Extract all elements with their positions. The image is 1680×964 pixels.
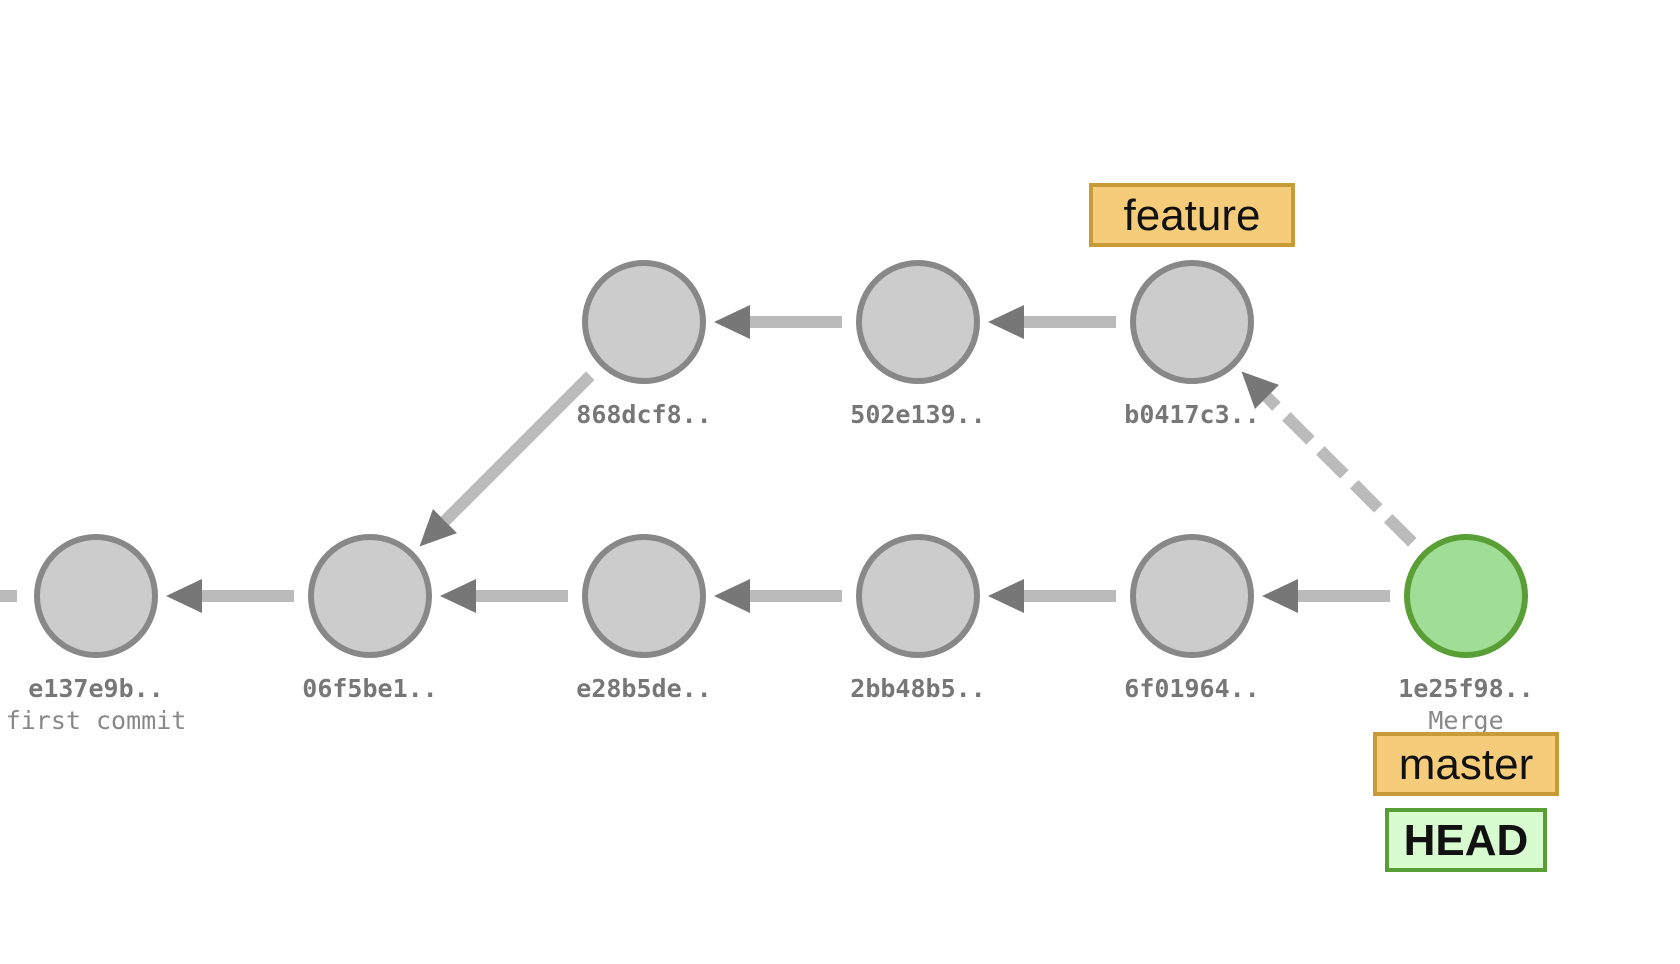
commit-node-06f5be1[interactable] [308, 534, 432, 658]
commit-node-e137e9b[interactable] [34, 534, 158, 658]
commit-hash-06f5be1: 06f5be1.. [302, 674, 437, 703]
ref-box [1373, 732, 1559, 796]
arrowhead [1262, 579, 1298, 613]
commit-hash-502e139: 502e139.. [850, 400, 985, 429]
commit-hash-b0417c3: b0417c3.. [1124, 400, 1259, 429]
branch-ref-master[interactable]: master [1373, 732, 1559, 796]
commit-hash-e137e9b: e137e9b.. [28, 674, 163, 703]
commit-hash-1e25f98: 1e25f98.. [1398, 674, 1533, 703]
commit-node-b0417c3[interactable] [1130, 260, 1254, 384]
ref-label: HEAD [1404, 816, 1529, 865]
labels-layer: e137e9b.. first commit 06f5be1.. e28b5de.. 2… [6, 400, 1534, 735]
commit-hash-868dcf8: 868dcf8.. [576, 400, 711, 429]
edge-line [440, 371, 595, 526]
commit-node-502e139[interactable] [856, 260, 980, 384]
commit-node-e28b5de[interactable] [582, 534, 706, 658]
arrowhead [988, 305, 1024, 339]
arrowhead [440, 579, 476, 613]
commit-message-e137e9b: first commit [6, 706, 187, 735]
arrowhead [166, 579, 202, 613]
commit-hash-2bb48b5: 2bb48b5.. [850, 674, 985, 703]
edge-868dcf8-06f5be1 [419, 371, 595, 547]
ref-label: master [1399, 740, 1533, 789]
edge-b0417c3-502e139 [988, 305, 1116, 339]
ref-label: feature [1124, 191, 1261, 240]
edge-2bb48b5-e28b5de [714, 579, 842, 613]
commit-hash-e28b5de: e28b5de.. [576, 674, 711, 703]
head-ref-HEAD[interactable]: HEAD [1385, 808, 1547, 872]
arrowhead [714, 579, 750, 613]
branch-ref-feature[interactable]: feature [1089, 183, 1295, 247]
commit-node-868dcf8[interactable] [582, 260, 706, 384]
commit-node-2bb48b5[interactable] [856, 534, 980, 658]
edge-line [1262, 392, 1417, 547]
edge-6f01964-2bb48b5 [988, 579, 1116, 613]
ref-box [1089, 183, 1295, 247]
edge-502e139-868dcf8 [714, 305, 842, 339]
arrowhead [1241, 371, 1279, 409]
arrowhead [714, 305, 750, 339]
edge-06f5be1-e137e9b [166, 579, 294, 613]
commit-node-6f01964[interactable] [1130, 534, 1254, 658]
commit-message-1e25f98: Merge [1428, 706, 1503, 735]
edge-e28b5de-06f5be1 [440, 579, 568, 613]
arrowhead [988, 579, 1024, 613]
edge-1e25f98-b0417c3 [1241, 371, 1417, 547]
edges-layer [166, 305, 1417, 613]
nodes-layer [34, 260, 1528, 658]
commit-hash-6f01964: 6f01964.. [1124, 674, 1259, 703]
commit-node-1e25f98[interactable] [1404, 534, 1528, 658]
ref-box [1385, 808, 1547, 872]
edge-1e25f98-6f01964 [1262, 579, 1390, 613]
arrowhead [419, 509, 457, 547]
